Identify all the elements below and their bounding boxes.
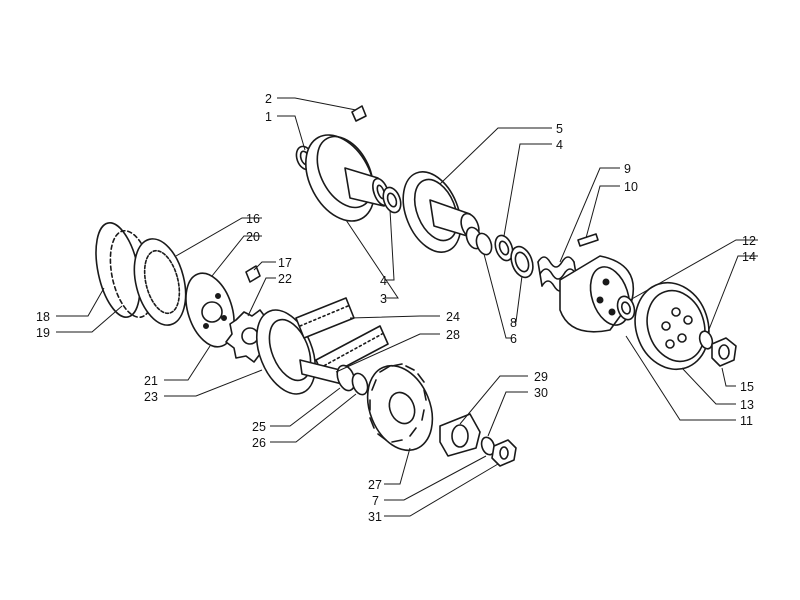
callout-27: 27 (368, 478, 382, 492)
callout-17: 17 (278, 256, 292, 270)
callout-13: 13 (740, 398, 754, 412)
callout-5: 5 (556, 122, 563, 136)
callout-29: 29 (534, 370, 548, 384)
callout-30: 30 (534, 386, 548, 400)
part-washer-14 (698, 330, 714, 350)
callout-1: 1 (265, 110, 272, 124)
part-ring-8 (510, 245, 534, 279)
part-washer-7 (480, 436, 496, 456)
callout-labels: 2 1 5 4 9 10 16 20 17 22 12 14 4 3 18 19… (36, 92, 756, 524)
callout-2: 2 (265, 92, 272, 106)
callout-16: 16 (246, 212, 260, 226)
callout-7: 7 (372, 494, 379, 508)
callout-20: 20 (246, 230, 260, 244)
callout-24: 24 (446, 310, 460, 324)
callout-18: 18 (36, 310, 50, 324)
part-spring-plate-20 (185, 272, 235, 348)
callout-6: 6 (510, 332, 517, 346)
part-nut-31 (491, 439, 517, 467)
callout-9: 9 (624, 162, 631, 176)
part-movable-pulley-5 (402, 171, 480, 253)
callout-11: 11 (740, 414, 753, 428)
callout-12: 12 (742, 234, 756, 248)
callout-14: 14 (742, 250, 756, 264)
callout-8: 8 (510, 316, 517, 330)
part-half-pulley-fixed (305, 134, 390, 222)
part-seal-12 (616, 295, 636, 321)
callout-26: 26 (252, 436, 266, 450)
part-clip-17 (245, 265, 261, 283)
part-washer-26 (351, 372, 369, 396)
leader-lines (56, 97, 758, 517)
part-nut-15 (711, 337, 737, 367)
part-spacer-4 (382, 186, 402, 214)
callout-4-upper: 4 (556, 138, 563, 152)
part-key-2 (351, 105, 367, 122)
part-belt-24 (295, 297, 389, 379)
callout-22: 22 (278, 272, 292, 286)
callout-31: 31 (368, 510, 382, 524)
part-cooling-fan-27 (366, 363, 434, 452)
callout-19: 19 (36, 326, 50, 340)
part-ring-gear-16 (133, 238, 187, 326)
part-washer-4 (494, 234, 514, 262)
part-pin-10 (577, 233, 599, 247)
callout-4-lower: 4 (380, 274, 387, 288)
callout-25: 25 (252, 420, 266, 434)
part-hub-29 (439, 413, 481, 457)
callout-10: 10 (624, 180, 638, 194)
callout-3: 3 (380, 292, 387, 306)
part-bushing-6 (465, 226, 493, 256)
callout-23: 23 (144, 390, 158, 404)
callout-15: 15 (740, 380, 754, 394)
callout-21: 21 (144, 374, 158, 388)
part-clutch-housing-11 (559, 255, 634, 333)
part-clutch-drum-13 (634, 281, 710, 371)
callout-28: 28 (446, 328, 460, 342)
